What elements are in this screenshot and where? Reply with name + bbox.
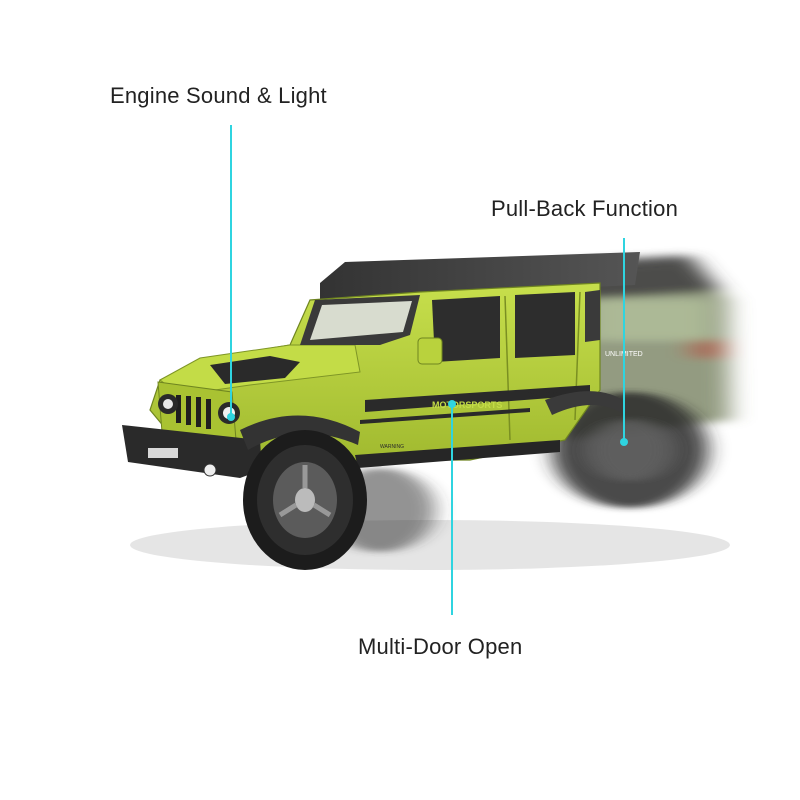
engine-sound-light-label: Engine Sound & Light	[110, 83, 327, 108]
pull-back-function-label: Pull-Back Function	[491, 196, 679, 221]
side-mirror	[417, 337, 443, 365]
grille-slots	[176, 395, 211, 429]
rear-door-window	[515, 292, 575, 358]
pullback-callout-dot	[620, 438, 628, 446]
engine-callout-dot	[227, 413, 235, 421]
rear-wheel-blur	[552, 392, 708, 508]
fog-light	[203, 463, 217, 477]
hood-decal	[210, 356, 300, 384]
warning-sticker-text: WARNING	[380, 444, 404, 450]
license-plate	[148, 448, 178, 458]
front-door-window	[432, 296, 500, 362]
side-stripe	[365, 385, 590, 412]
ground-shadow	[130, 520, 730, 570]
rear-quarter-window	[585, 290, 600, 342]
multi-door-open-label: Multi-Door Open	[358, 634, 523, 659]
front-wheel	[243, 430, 367, 570]
side-step	[355, 440, 560, 468]
rear-fender	[545, 391, 630, 415]
left-headlight-lens	[163, 399, 173, 409]
windshield-glass	[310, 301, 412, 340]
door-seam-front	[504, 295, 511, 441]
front-bumper	[122, 425, 262, 478]
side-decal-text: MOTORSPORTS	[432, 400, 502, 410]
doors-callout-dot	[448, 400, 456, 408]
side-stripe-lower	[360, 408, 530, 424]
fender-decal-text: JEEPS	[525, 390, 558, 401]
